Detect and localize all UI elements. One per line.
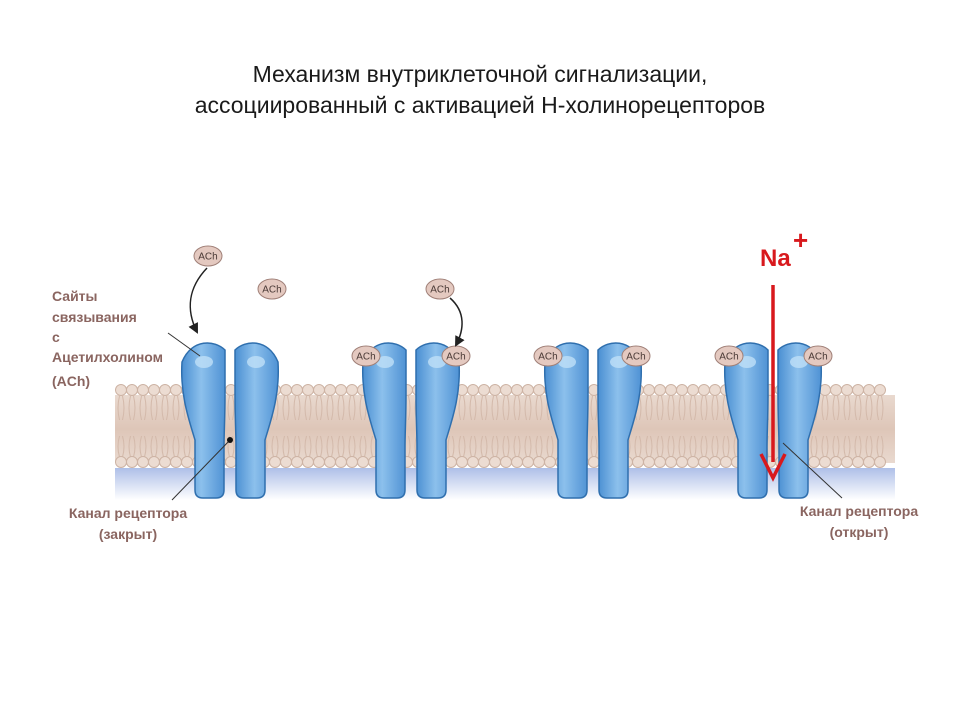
ach-molecule: ACh: [425, 278, 455, 300]
ach-molecule-label: ACh: [719, 352, 738, 363]
ach-molecule-label: ACh: [430, 285, 449, 296]
receptor-open: [723, 342, 823, 499]
ach-molecule-label: ACh: [538, 352, 557, 363]
binding-site: [247, 356, 265, 368]
binding-site: [428, 356, 446, 368]
binding-site: [195, 356, 213, 368]
binding-sites-line: Сайты: [52, 288, 98, 304]
ach-molecule: ACh: [803, 345, 833, 367]
receptor: [361, 342, 461, 499]
ach-molecule-body: [621, 345, 651, 367]
binding-sites-line: с: [52, 329, 60, 345]
open-channel-line: Канал рецептора: [800, 503, 918, 519]
binding-site: [558, 356, 576, 368]
sodium-ion-symbol: Na: [760, 245, 791, 272]
sodium-ion-charge: +: [793, 225, 808, 255]
open-channel-line: (открыт): [830, 524, 889, 540]
sodium-flow-arrowhead: [759, 453, 787, 482]
diagram-title-line-1: Механизм внутриклеточной сигнализации,: [252, 61, 708, 87]
ach-molecule-body: [257, 278, 287, 300]
ach-molecule-label: ACh: [262, 285, 281, 296]
ach-molecule-body: [803, 345, 833, 367]
closed-channel-marker: [227, 437, 233, 443]
ach-molecule-label: ACh: [626, 352, 645, 363]
open-channel-label: Канал рецептора (открыт): [800, 503, 918, 540]
ach-molecule-label: ACh: [808, 352, 827, 363]
binding-site: [376, 356, 394, 368]
binding-site-leader-line: [167, 332, 201, 357]
receptor: [543, 342, 643, 499]
ach-molecule-label: ACh: [198, 252, 217, 263]
ach-molecule-label: ACh: [356, 352, 375, 363]
ach-molecule: ACh: [533, 345, 563, 367]
ach-binding-arrow-2: [449, 297, 465, 347]
binding-sites-line: связывания: [52, 309, 137, 325]
ach-molecule-body: [193, 245, 223, 267]
binding-sites-label: Сайты связывания с Ацетилхолином (ACh): [52, 288, 163, 389]
closed-channel-line: Канал рецептора: [69, 505, 187, 521]
receptor-subunit: [180, 342, 226, 499]
open-channel-leader-line: [782, 442, 843, 499]
ach-molecule-body: [533, 345, 563, 367]
receptor-subunit: [234, 342, 280, 499]
cytoplasm-area: [115, 468, 895, 500]
ach-molecule-label: ACh: [446, 352, 465, 363]
ach-molecule-body: [351, 345, 381, 367]
ach-binding-arrow-1: [188, 267, 208, 334]
ach-molecule: ACh: [441, 345, 471, 367]
ach-molecule: ACh: [351, 345, 381, 367]
ach-molecule: ACh: [193, 245, 223, 267]
ach-molecule-body: [714, 345, 744, 367]
binding-sites-line: (ACh): [52, 373, 90, 389]
closed-channel-line: (закрыт): [99, 526, 157, 542]
diagram-title-line-2: ассоциированный с активацией Н-холинорец…: [194, 92, 766, 118]
ach-molecule: ACh: [621, 345, 651, 367]
binding-sites-line: Ацетилхолином: [52, 349, 163, 365]
ach-molecule-body: [425, 278, 455, 300]
sodium-ion-flow: Na +: [759, 225, 808, 482]
receptor-closed: [180, 342, 280, 499]
closed-channel-label: Канал рецептора (закрыт): [69, 505, 187, 542]
closed-channel-leader-line: [171, 439, 231, 501]
ach-molecule: ACh: [714, 345, 744, 367]
ach-molecule: ACh: [257, 278, 287, 300]
binding-site: [790, 356, 808, 368]
